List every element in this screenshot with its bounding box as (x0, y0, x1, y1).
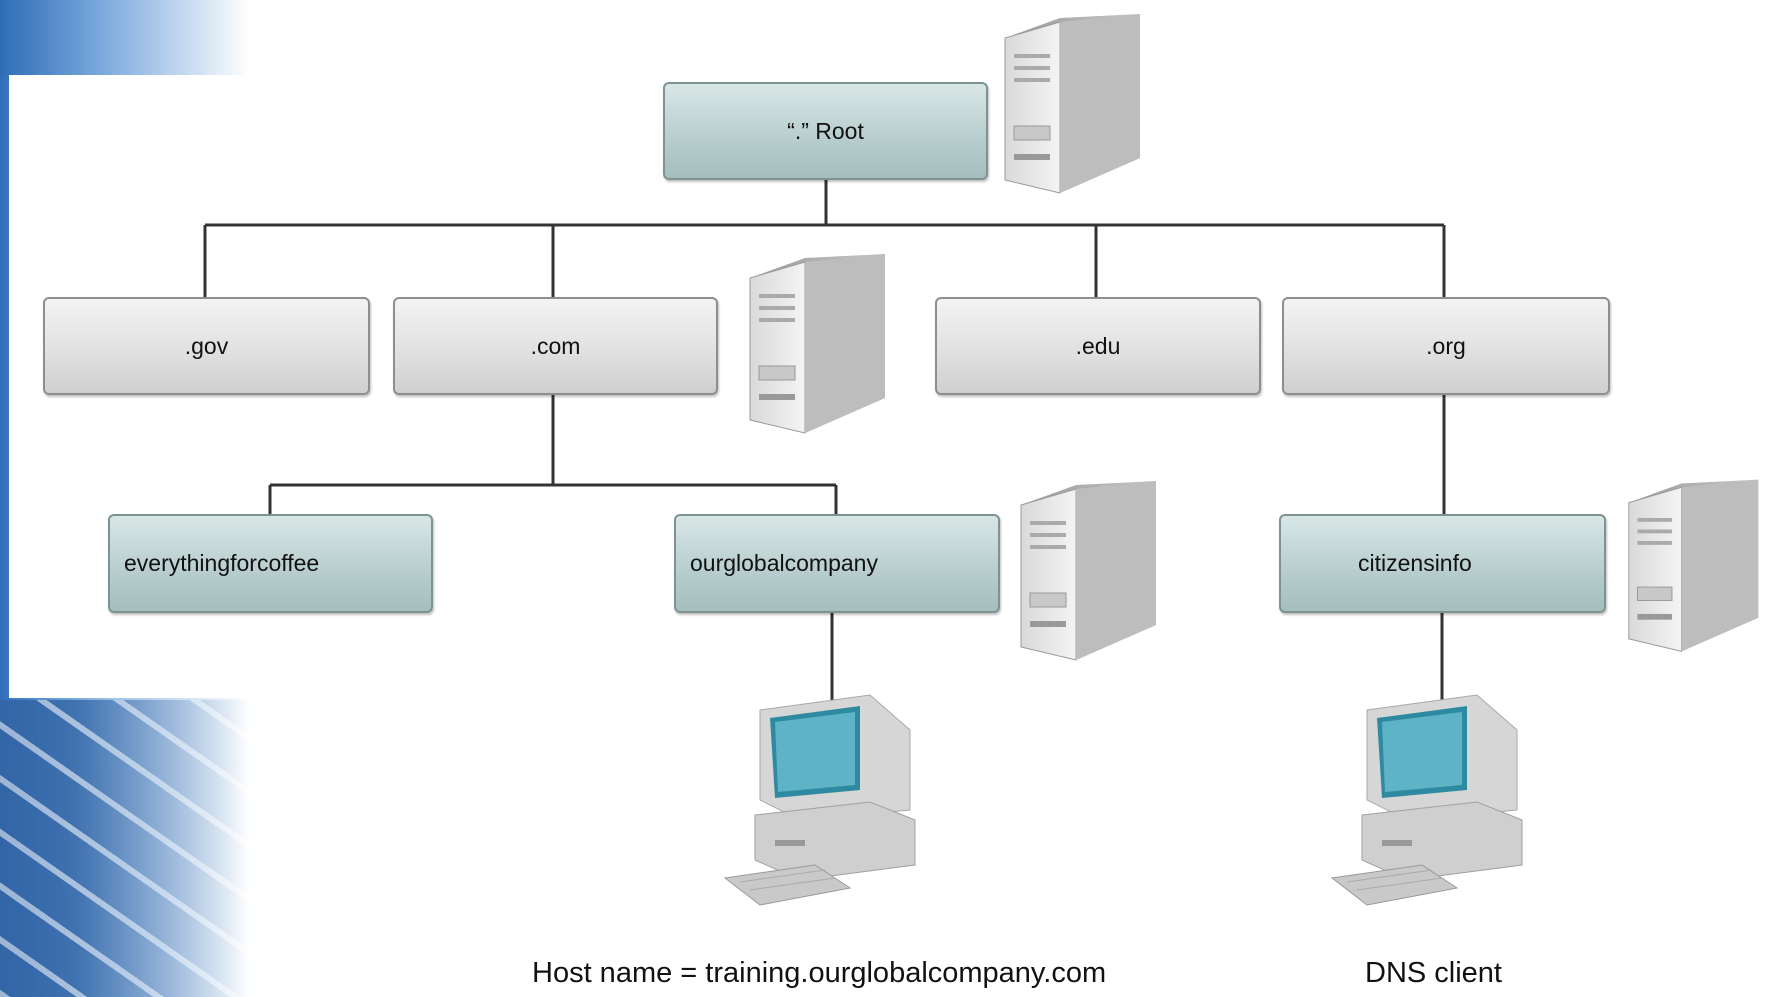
desktop-computer-icon (1330, 694, 1523, 906)
desktop-computer-icon (723, 694, 916, 906)
com-label: .com (530, 332, 581, 359)
background-keyboard-image (0, 700, 250, 997)
ourglobalcompany-label: ourglobalcompany (690, 550, 878, 576)
domain-node-everythingforcoffee: everythingforcoffee (108, 514, 433, 613)
host-name-caption: Host name = training.ourglobalcompany.co… (532, 957, 1107, 989)
server-tower-icon (1020, 481, 1156, 661)
server-tower-icon (1004, 14, 1140, 194)
edu-label: .edu (1075, 332, 1121, 359)
tld-node-org: .org (1282, 297, 1610, 395)
tld-node-edu: .edu (935, 297, 1261, 395)
dns-client-caption: DNS client (1365, 957, 1502, 989)
gov-label: .gov (184, 332, 229, 359)
server-tower-icon (749, 254, 885, 434)
org-label: .org (1426, 332, 1466, 359)
background-top-gradient (0, 0, 250, 75)
domain-node-ourglobalcompany: ourglobalcompany (674, 514, 1000, 613)
root-label: “.” Root (787, 117, 864, 144)
everythingforcoffee-label: everythingforcoffee (124, 550, 320, 576)
tld-node-gov: .gov (43, 297, 370, 395)
citizensinfo-label: citizensinfo (1358, 550, 1472, 576)
root-node: “.” Root (663, 82, 988, 180)
server-tower-icon (1628, 479, 1759, 652)
domain-node-citizensinfo: citizensinfo (1279, 514, 1606, 613)
tld-node-com: .com (393, 297, 718, 395)
